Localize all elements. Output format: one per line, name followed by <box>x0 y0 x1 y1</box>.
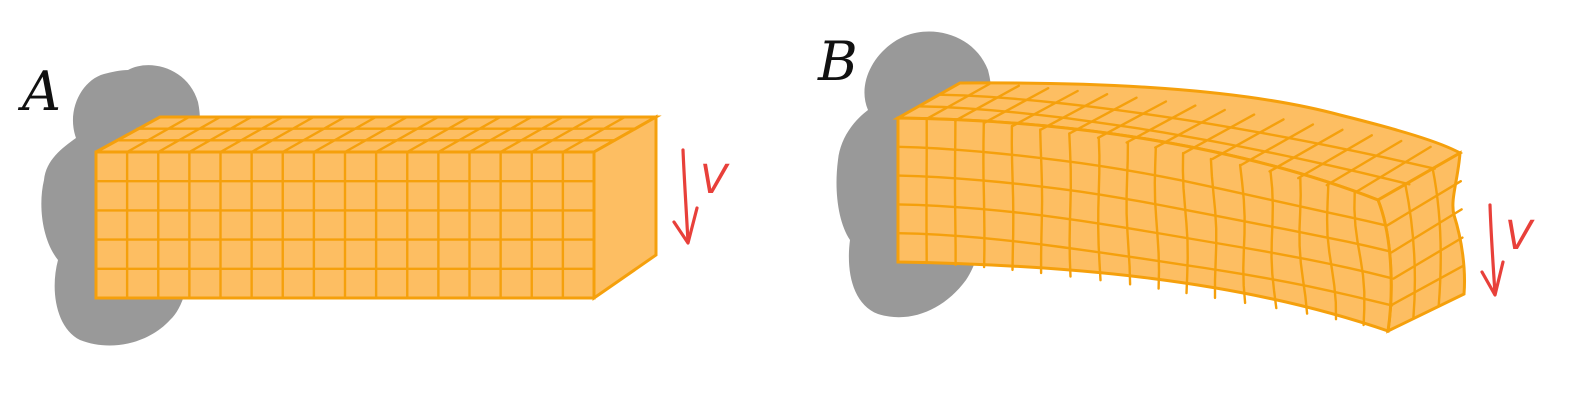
force-arrow-b-shaft <box>1488 203 1497 296</box>
mesh-b-front-hline <box>896 145 1388 227</box>
force-arrow-b <box>1480 203 1505 297</box>
force-arrow-a <box>672 148 699 245</box>
force-arrow-a-head <box>672 206 699 245</box>
panel-a-label: A <box>17 60 61 123</box>
force-arrow-a-shaft <box>681 148 690 244</box>
mesh-b-front-hline <box>896 174 1390 253</box>
mesh-b-top-line <box>1296 134 1374 180</box>
mesh-b-front-vline <box>1238 163 1247 305</box>
mesh-b-front-vline <box>1269 170 1278 310</box>
mesh-b-front-vline <box>1209 157 1218 300</box>
mesh-a-top-line <box>468 115 533 154</box>
mesh-b-end-hline <box>1390 208 1463 254</box>
mesh-b-front-vline <box>982 121 986 269</box>
mesh-a-top-line <box>499 115 564 154</box>
mesh-a-top-line <box>530 115 595 154</box>
mesh-b-top-line <box>982 86 1050 125</box>
mesh-a-top-line <box>561 115 627 154</box>
mesh-b-front-vline <box>1039 128 1044 275</box>
mesh-b-top-line <box>1068 96 1138 135</box>
mesh-a-top-line <box>312 115 378 154</box>
mesh-b-front-vline <box>1353 191 1366 327</box>
mesh-b-top-hline <box>917 105 1411 186</box>
mesh-b-end-hline <box>1390 264 1465 306</box>
mesh-b-end-vline <box>1404 183 1417 320</box>
mesh-b-top-line <box>1211 118 1285 161</box>
mesh-b-top-line <box>954 84 1020 122</box>
mesh-a-top-line <box>250 115 315 154</box>
mesh-b-front-hline <box>896 203 1392 279</box>
mesh-b-front-hline <box>896 232 1394 307</box>
mesh-a-top-line <box>281 115 346 154</box>
mesh-b-top-line <box>1154 108 1226 149</box>
force-label-a: V <box>700 157 730 203</box>
mesh-a-top-line <box>219 115 284 154</box>
mesh-b-top-line <box>1268 128 1344 173</box>
mesh-b-top-line <box>1096 100 1168 140</box>
mesh-b-front-vline <box>1153 146 1161 290</box>
mesh-b-top-line <box>1125 104 1197 144</box>
mesh-b-front-vline <box>1181 151 1189 295</box>
mesh-a-top-line <box>343 115 409 154</box>
mesh-b-front-vline <box>1125 141 1132 286</box>
panel-b-label: B <box>817 30 858 93</box>
beam-a-mesh <box>94 115 637 300</box>
mesh-a-top-line <box>374 115 440 154</box>
force-arrow-b-head <box>1480 260 1505 297</box>
beam-b-mesh <box>896 82 1465 327</box>
mesh-b-front-vline <box>1068 132 1072 278</box>
mesh-b-end-vline <box>1431 167 1442 308</box>
mesh-a-top-line <box>157 115 222 154</box>
mesh-b-top-line <box>1011 89 1079 128</box>
mesh-b-front-vline <box>953 119 957 266</box>
mesh-b-top-line <box>1182 113 1256 155</box>
mesh-b-top-line <box>925 82 991 121</box>
force-label-b: V <box>1505 213 1535 259</box>
mesh-b-top-line <box>1239 123 1315 167</box>
mesh-b-top-line <box>1325 139 1403 187</box>
mesh-a-top-line <box>406 115 471 154</box>
mesh-b-top-line <box>1354 145 1432 194</box>
mesh-b-front-vline <box>1298 176 1309 315</box>
mesh-b-front-vline <box>1010 124 1015 272</box>
mesh-a-top-line <box>125 115 191 154</box>
mesh-b-end-hline <box>1384 179 1463 228</box>
mesh-b-front-vline <box>1097 136 1102 282</box>
mesh-b-front-vline <box>1325 183 1338 321</box>
panel-a: A V <box>17 60 730 346</box>
mesh-b-top-hline <box>938 93 1436 170</box>
panel-b: B V <box>817 30 1535 334</box>
mesh-b-top-line <box>1039 92 1109 131</box>
mesh-a-top-line <box>188 115 253 154</box>
mesh-a-top-line <box>437 115 502 154</box>
mesh-b-end-hline <box>1392 236 1464 280</box>
